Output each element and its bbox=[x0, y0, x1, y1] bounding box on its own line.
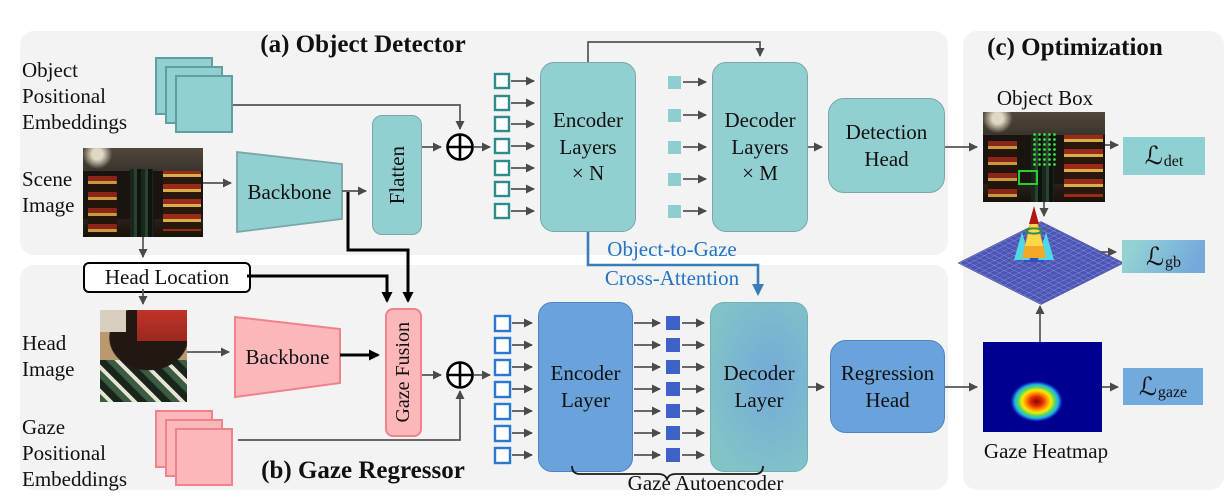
gaze-heatmap-image bbox=[983, 342, 1102, 432]
panel-a-title: (a) Object Detector bbox=[260, 31, 466, 58]
head-backbone-label: Backbone bbox=[245, 344, 330, 369]
gaze-fusion-box: Gaze Fusion bbox=[385, 308, 422, 437]
object-embeddings-label: Object Positional Embeddings bbox=[22, 58, 127, 135]
head-location-box: Head Location bbox=[83, 262, 251, 293]
detected-object-box bbox=[1018, 169, 1039, 185]
object-box-label: Object Box bbox=[996, 86, 1094, 110]
cross-attention-label-2: Cross-Attention bbox=[604, 266, 740, 290]
object-positional-embeddings-stack bbox=[155, 57, 233, 135]
gaze-embeddings-label: Gaze Positional Embeddings bbox=[22, 415, 127, 492]
flatten-box: Flatten bbox=[372, 115, 422, 235]
panel-b-title: (b) Gaze Regressor bbox=[261, 457, 465, 484]
person-silhouette bbox=[129, 169, 153, 237]
object-box-image bbox=[983, 112, 1105, 202]
scene-image-label: Scene Image bbox=[22, 167, 75, 218]
gaze-heatmap-label: Gaze Heatmap bbox=[983, 439, 1109, 463]
head-image bbox=[100, 310, 187, 402]
surface-peak bbox=[1014, 206, 1054, 262]
head-image-label: Head Image bbox=[22, 331, 75, 382]
gaze-positional-embeddings-stack bbox=[155, 410, 233, 488]
cross-attention-label-1: Object-to-Gaze bbox=[607, 237, 737, 261]
scene-image bbox=[83, 148, 203, 237]
panel-c-title: (c) Optimization bbox=[987, 34, 1163, 61]
gaze-autoencoder-label: Gaze Autoencoder bbox=[627, 471, 784, 495]
keypoint-dots bbox=[1031, 131, 1057, 166]
scene-backbone-label: Backbone bbox=[247, 179, 332, 204]
gaze-surface-plot bbox=[956, 206, 1126, 306]
